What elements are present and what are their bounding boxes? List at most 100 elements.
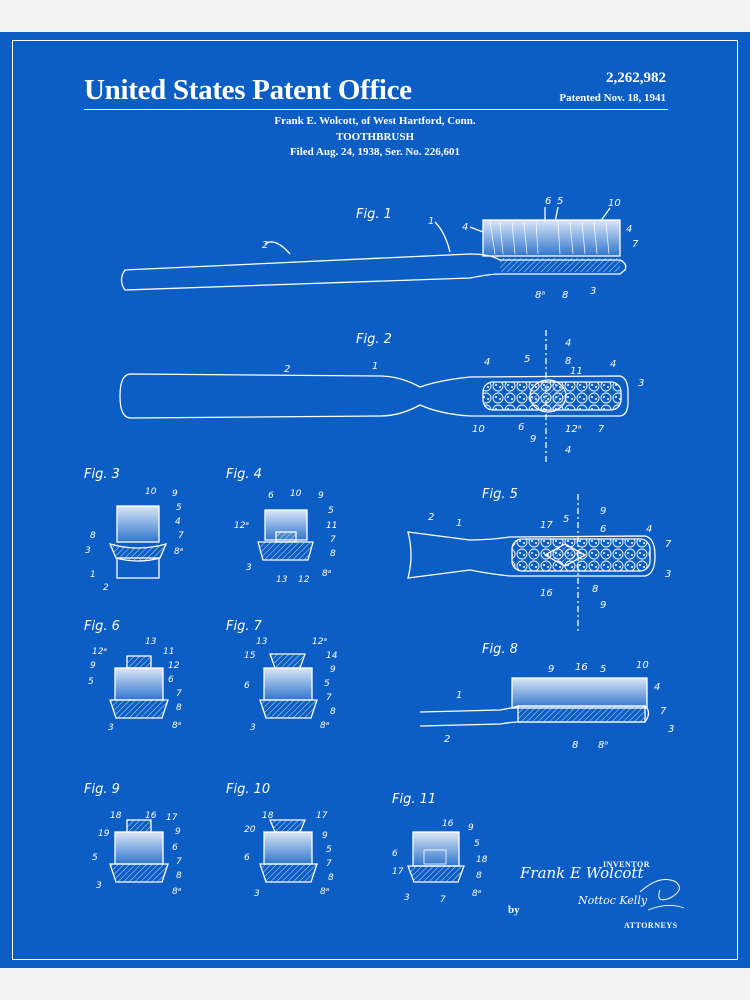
attorney-signature-flourish <box>639 879 685 911</box>
svg-text:8: 8 <box>176 871 182 881</box>
svg-text:17: 17 <box>166 813 178 823</box>
svg-text:7: 7 <box>176 689 182 699</box>
svg-text:5: 5 <box>524 354 530 365</box>
fig-8-label: Fig. 8 <box>482 642 518 657</box>
svg-text:8: 8 <box>330 707 336 717</box>
svg-text:3: 3 <box>246 563 252 573</box>
svg-text:7: 7 <box>326 693 332 703</box>
fig-2-label: Fig. 2 <box>356 332 392 347</box>
svg-text:1: 1 <box>456 690 462 701</box>
svg-text:4: 4 <box>565 338 571 349</box>
svg-text:5: 5 <box>88 677 94 687</box>
svg-text:7: 7 <box>598 424 605 435</box>
svg-text:17: 17 <box>540 520 553 531</box>
svg-text:9: 9 <box>330 665 336 675</box>
svg-text:1: 1 <box>90 570 96 580</box>
svg-text:13: 13 <box>145 637 157 647</box>
svg-text:18: 18 <box>476 855 488 865</box>
fig-9-label: Fig. 9 <box>84 782 120 797</box>
svg-text:10: 10 <box>608 198 621 209</box>
svg-text:3: 3 <box>638 378 644 389</box>
attorneys-label: Attorneys <box>624 921 678 930</box>
title-rule <box>84 109 668 110</box>
svg-text:5: 5 <box>600 664 606 675</box>
svg-text:11: 11 <box>570 366 583 377</box>
svg-text:6: 6 <box>518 422 524 433</box>
svg-text:9: 9 <box>318 491 324 501</box>
fig-5-drawing: 9 9 2 1 17 5 6 4 7 3 16 8 <box>407 494 672 632</box>
fig-6-label: Fig. 6 <box>84 619 120 634</box>
svg-text:6: 6 <box>244 853 250 863</box>
svg-text:5: 5 <box>474 839 480 849</box>
svg-text:7: 7 <box>176 857 182 867</box>
svg-text:5: 5 <box>557 196 563 207</box>
svg-text:2: 2 <box>262 240 268 251</box>
svg-text:1: 1 <box>372 361 378 372</box>
svg-text:20: 20 <box>244 825 256 835</box>
patent-date: Patented Nov. 18, 1941 <box>559 92 666 104</box>
fig-4-label: Fig. 4 <box>226 467 262 482</box>
fig-2-drawing: 4 4 2 1 4 5 8 11 4 3 10 6 9 12ᵃ 7 <box>119 330 644 462</box>
by-label: by <box>508 904 520 916</box>
svg-text:1: 1 <box>428 216 434 227</box>
svg-text:17: 17 <box>316 811 328 821</box>
svg-text:11: 11 <box>326 521 337 531</box>
svg-text:16: 16 <box>145 811 157 821</box>
svg-text:12ᵃ: 12ᵃ <box>92 647 107 657</box>
svg-text:8ᵃ: 8ᵃ <box>172 721 182 731</box>
svg-text:7: 7 <box>178 531 184 541</box>
svg-text:6: 6 <box>172 843 178 853</box>
svg-text:9: 9 <box>175 827 181 837</box>
svg-text:9: 9 <box>322 831 328 841</box>
svg-text:4: 4 <box>565 445 571 456</box>
fig-3-label: Fig. 3 <box>84 467 120 482</box>
svg-text:7: 7 <box>326 859 332 869</box>
svg-text:5: 5 <box>176 503 182 513</box>
svg-text:6: 6 <box>545 196 551 207</box>
svg-text:8ᵃ: 8ᵃ <box>320 721 330 731</box>
svg-text:7: 7 <box>632 239 639 250</box>
svg-text:3: 3 <box>404 893 410 903</box>
fig-1-label: Fig. 1 <box>356 207 392 222</box>
svg-text:18: 18 <box>262 811 274 821</box>
svg-text:8: 8 <box>565 356 571 367</box>
svg-text:19: 19 <box>98 829 110 839</box>
svg-text:6: 6 <box>168 675 174 685</box>
svg-text:12: 12 <box>298 575 310 585</box>
fig-1-drawing: 2 1 4 6 5 10 4 7 8ᵃ 8 3 <box>120 196 639 301</box>
svg-text:16: 16 <box>540 588 553 599</box>
inventor-line: Frank E. Wolcott, of West Hartford, Conn… <box>274 115 476 127</box>
svg-text:5: 5 <box>324 679 330 689</box>
svg-text:8: 8 <box>176 703 182 713</box>
svg-text:3: 3 <box>665 569 671 580</box>
svg-text:6: 6 <box>244 681 250 691</box>
svg-text:10: 10 <box>145 487 157 497</box>
svg-text:9: 9 <box>600 506 606 517</box>
svg-text:14: 14 <box>326 651 338 661</box>
svg-text:6: 6 <box>268 491 274 501</box>
patent-office-title: United States Patent Office <box>84 74 412 106</box>
svg-text:12ᵃ: 12ᵃ <box>312 637 327 647</box>
svg-text:3: 3 <box>108 723 114 733</box>
svg-text:2: 2 <box>284 364 290 375</box>
svg-text:9: 9 <box>548 664 554 675</box>
svg-text:16: 16 <box>442 819 454 829</box>
svg-text:10: 10 <box>472 424 485 435</box>
svg-text:2: 2 <box>444 734 450 745</box>
svg-text:4: 4 <box>484 357 490 368</box>
svg-text:8ᵃ: 8ᵃ <box>472 889 482 899</box>
svg-text:9: 9 <box>172 489 178 499</box>
svg-text:2: 2 <box>103 583 109 593</box>
svg-text:8ᵃ: 8ᵃ <box>172 887 182 897</box>
svg-text:8ᵃ: 8ᵃ <box>320 887 330 897</box>
fig-5-label: Fig. 5 <box>482 487 518 502</box>
svg-text:6: 6 <box>392 849 398 859</box>
fig-11-label: Fig. 11 <box>392 792 437 807</box>
svg-text:3: 3 <box>96 881 102 891</box>
svg-text:9: 9 <box>90 661 96 671</box>
